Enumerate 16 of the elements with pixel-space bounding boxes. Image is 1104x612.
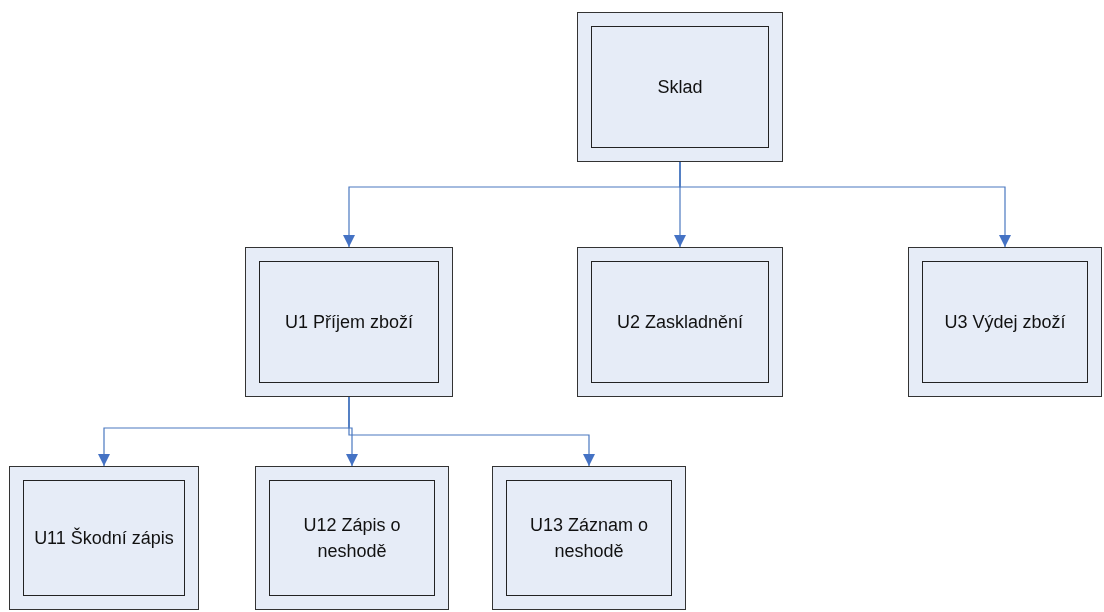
arrow: [348, 396, 595, 467]
process-box: [492, 466, 686, 610]
process-box: [577, 247, 783, 397]
process-box: [9, 466, 199, 610]
node-label: U3 Výdej zboží: [944, 310, 1066, 334]
node-label: Sklad: [657, 75, 703, 99]
arrow: [679, 161, 1011, 248]
node-label: U12 Zápis o neshodě: [302, 513, 402, 563]
node-label: U11 Škodní zápis: [34, 526, 174, 550]
process-box: [255, 466, 449, 610]
node-label: U2 Zaskladnění: [616, 310, 744, 334]
process-box: [245, 247, 453, 397]
process-box: [577, 12, 783, 162]
process-box: [908, 247, 1102, 397]
node-label: U1 Příjem zboží: [284, 310, 413, 334]
node-label: U13 Záznam o neshodě: [528, 513, 650, 563]
